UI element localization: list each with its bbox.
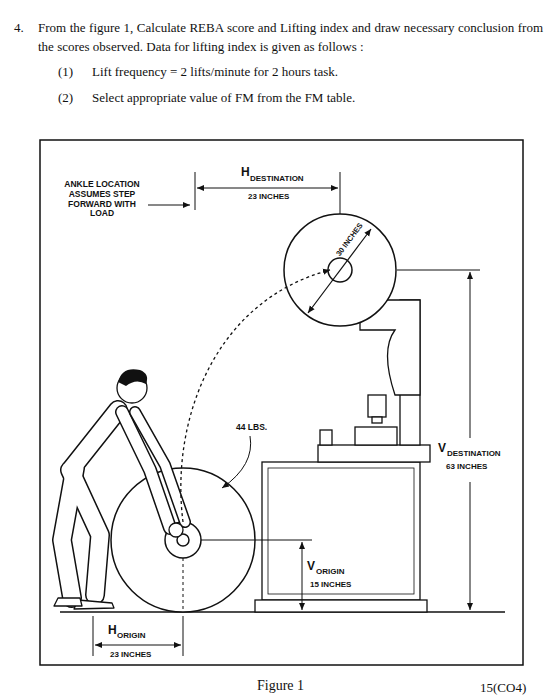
dimension-subscript: ORIGIN: [117, 631, 145, 640]
dimension-subscript: ORIGIN: [316, 567, 344, 576]
v-destination-dimension: [470, 272, 471, 610]
dimension-symbol: V: [307, 560, 315, 574]
worker-arms: [122, 412, 185, 537]
dimension-symbol: V: [438, 442, 446, 456]
question-marks: 15(CO4): [480, 678, 526, 697]
dimension-value: 15 INCHES: [310, 580, 351, 589]
callout-note: ANKLE LOCATION ASSUMES STEP FORWARD WITH…: [58, 180, 146, 219]
dimension-value: 63 INCHES: [446, 462, 487, 471]
v-origin-dimension: [201, 540, 312, 610]
dimension-value: 23 INCHES: [110, 650, 151, 659]
question-text: From the figure 1, Calculate REBA score …: [38, 18, 543, 56]
dimension-value: 23 INCHES: [248, 192, 289, 201]
press-machine: [255, 300, 430, 612]
item-text: Lift frequency = 2 lifts/minute for 2 ho…: [92, 62, 338, 81]
figure-frame: [40, 140, 523, 665]
leader-line: [148, 205, 190, 206]
item-text: Select appropriate value of FM from the …: [92, 88, 355, 107]
lift-path: [181, 270, 330, 522]
dimension-symbol: H: [241, 166, 250, 180]
figure-caption: Figure 1: [257, 676, 304, 695]
destination-wheel: [284, 214, 396, 326]
dimension-subscript: DESTINATION: [250, 174, 304, 183]
dimension-symbol: H: [108, 624, 117, 638]
leader-line: [222, 436, 251, 488]
weight-label: 44 LBS.: [236, 423, 267, 433]
dimension-subscript: DESTINATION: [447, 449, 501, 458]
h-origin-dimension: [93, 558, 183, 656]
question-number: 4.: [14, 18, 24, 37]
item-number: (2): [58, 88, 73, 107]
item-number: (1): [58, 62, 73, 81]
extension-line: [397, 270, 480, 271]
